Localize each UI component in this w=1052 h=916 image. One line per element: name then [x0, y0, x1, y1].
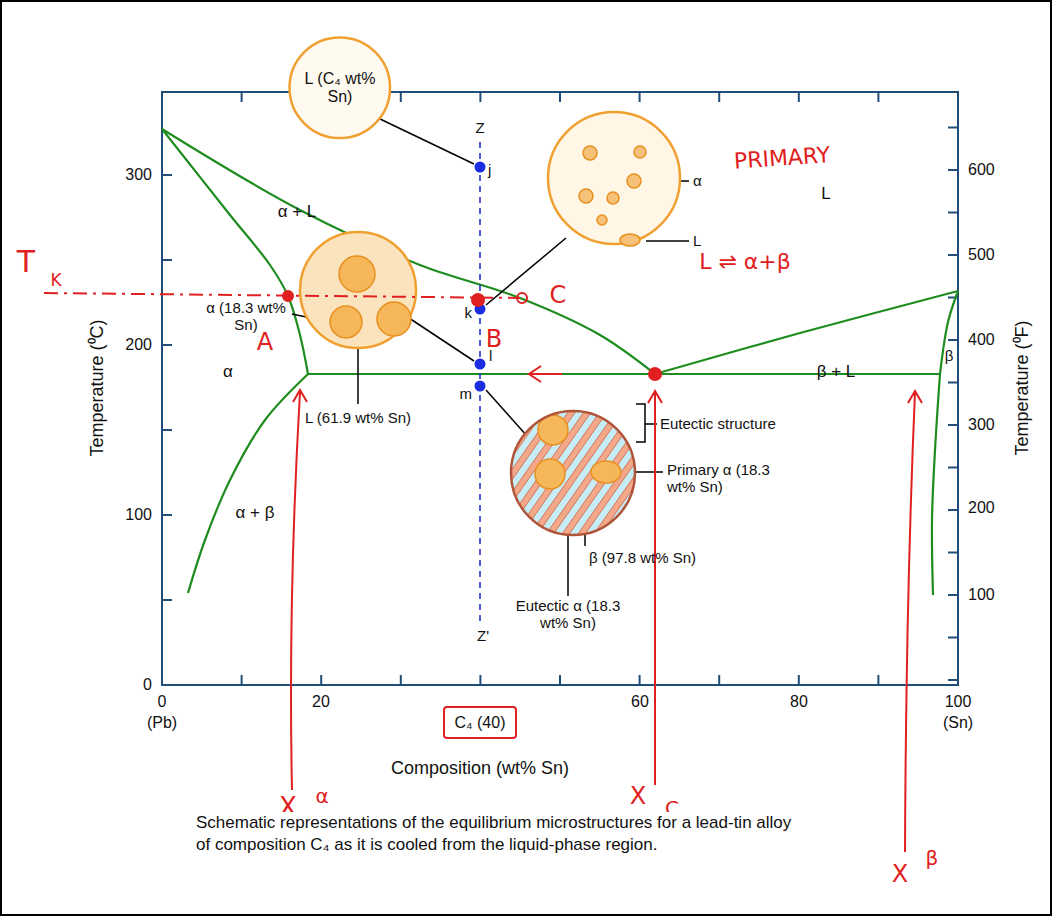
hand-note: PRIMARY	[733, 142, 831, 174]
diagram-label: L	[693, 232, 701, 249]
hand-note: X	[892, 861, 908, 889]
diagram-label: L	[821, 184, 830, 204]
diagram-label: Eutectic structure	[660, 415, 776, 432]
plot-frame	[162, 92, 958, 685]
diagram-label: β	[945, 347, 954, 364]
diagram-label: 500	[968, 246, 995, 264]
diagram-label: β (97.8 wt% Sn)	[589, 549, 696, 566]
diagram-label: 200	[125, 336, 152, 354]
figure-caption: Schematic representations of the equilib…	[196, 812, 796, 856]
circle-text: L (C₄ wt% Sn)	[297, 70, 383, 107]
axis-ticks	[162, 92, 958, 685]
diagram-label: 100	[968, 586, 995, 604]
hand-note: C	[550, 282, 567, 310]
alpha-liquid-circle	[548, 112, 680, 246]
diagram-label: 0	[158, 693, 167, 711]
hand-note: L ⇌ α+β	[699, 249, 791, 274]
diagram-label: α (18.3 wt% Sn)	[202, 299, 290, 334]
diagram-label: L (61.9 wt% Sn)	[305, 409, 411, 426]
diagram-label: 600	[968, 161, 995, 179]
hand-note: α	[315, 785, 328, 808]
microstructure-circle: L (C₄ wt% Sn)	[288, 36, 392, 140]
diagram-label: C₄ (40)	[455, 714, 506, 732]
diagram-label: Eutectic α (18.3 wt% Sn)	[508, 597, 628, 632]
diagram-label: j	[488, 161, 491, 178]
diagram-label: m	[460, 385, 473, 402]
diagram-label: 80	[790, 693, 808, 711]
diagram-label: β + L	[817, 362, 856, 382]
diagram-label: 0	[143, 676, 152, 694]
diagram-label: Temperature (⁰C)	[87, 319, 108, 456]
hand-note: β	[926, 847, 939, 870]
diagram-label: 60	[631, 693, 649, 711]
diagram-label: 20	[312, 693, 330, 711]
hand-note: T	[17, 245, 35, 280]
diagram-label: Temperature (⁰F)	[1012, 320, 1033, 455]
diagram-label: k	[465, 304, 473, 321]
diagram-label: Z	[475, 119, 484, 136]
state-points	[475, 162, 486, 392]
hand-annotations	[44, 291, 922, 852]
circle-shape	[290, 38, 391, 139]
diagram-label: Z'	[477, 627, 489, 644]
diagram-label: α + L	[278, 202, 317, 222]
primary-alpha-circle	[300, 232, 416, 348]
diagram-label: (Sn)	[943, 714, 973, 732]
diagram-label: 400	[968, 331, 995, 349]
diagram-label: 300	[125, 166, 152, 184]
diagram-label: α	[223, 362, 233, 382]
hand-note: A	[257, 329, 273, 357]
hand-note: X	[630, 783, 646, 811]
hand-note: B	[486, 326, 502, 354]
diagram-label: (Pb)	[147, 714, 177, 732]
diagram-label: 100	[125, 506, 152, 524]
diagram-label: α	[693, 172, 702, 189]
diagram-label: 300	[968, 416, 995, 434]
diagram-label: α + β	[236, 503, 275, 523]
diagram-label: Composition (wt% Sn)	[391, 758, 569, 779]
diagram-label: Primary α (18.3 wt% Sn)	[667, 461, 787, 496]
hand-note: K	[50, 271, 61, 291]
diagram-label: 200	[968, 499, 995, 517]
diagram-label: 100	[945, 693, 972, 711]
